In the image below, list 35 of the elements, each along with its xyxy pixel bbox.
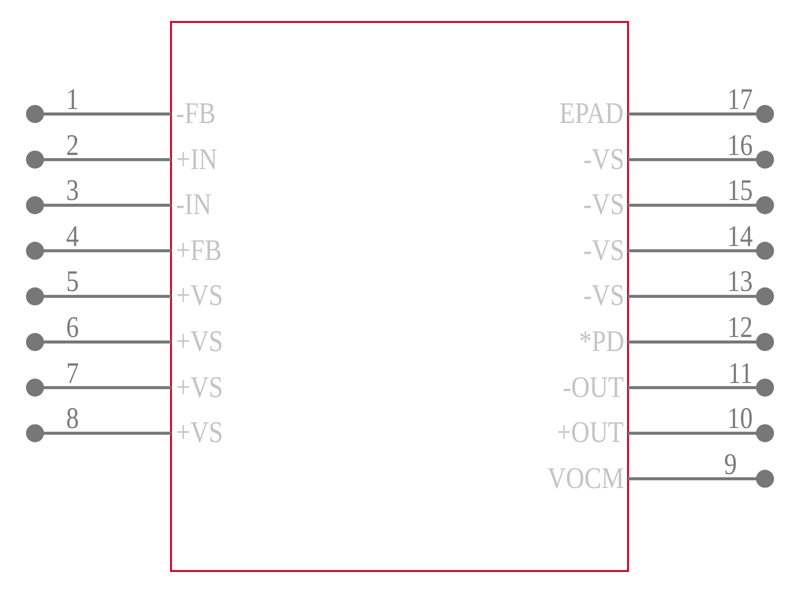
pin-name: +VS xyxy=(176,372,223,403)
pin-number: 10 xyxy=(727,404,753,434)
pin-number: 1 xyxy=(66,85,78,115)
pin-name: -OUT xyxy=(562,372,624,403)
pin-name: *PD xyxy=(579,327,624,357)
pin-name: +IN xyxy=(176,144,218,175)
pin-name: +VS xyxy=(176,418,223,448)
pin-number: 8 xyxy=(66,404,78,434)
pin-name: EPAD xyxy=(559,99,624,129)
pin-number: 11 xyxy=(728,358,752,389)
pin-number: 5 xyxy=(66,267,78,298)
pin-name: -VS xyxy=(583,144,624,175)
pin-number: 13 xyxy=(727,267,753,298)
pin-name: -VS xyxy=(583,236,624,266)
pin-number: 14 xyxy=(727,222,753,252)
pin-name: -VS xyxy=(583,190,624,220)
pin-name: -IN xyxy=(176,190,212,220)
pin-name: -VS xyxy=(583,281,624,312)
pin-name: VOCM xyxy=(548,464,624,494)
pin-number: 16 xyxy=(727,130,753,161)
pin-number: 3 xyxy=(66,176,78,206)
pin-name: +VS xyxy=(176,327,223,357)
pin-name: -FB xyxy=(176,99,216,129)
pin-number: 12 xyxy=(727,313,753,343)
ic-body xyxy=(170,21,629,572)
pin-number: 17 xyxy=(727,85,753,115)
pin-number: 6 xyxy=(66,313,78,343)
pin-number: 9 xyxy=(724,450,736,480)
pin-number: 2 xyxy=(66,130,78,161)
pin-name: +VS xyxy=(176,281,223,312)
pin-number: 4 xyxy=(66,222,78,252)
pin-name: +OUT xyxy=(556,418,624,448)
pin-number: 7 xyxy=(66,358,78,389)
pin-name: +FB xyxy=(176,236,222,266)
pin-number: 15 xyxy=(727,176,753,206)
